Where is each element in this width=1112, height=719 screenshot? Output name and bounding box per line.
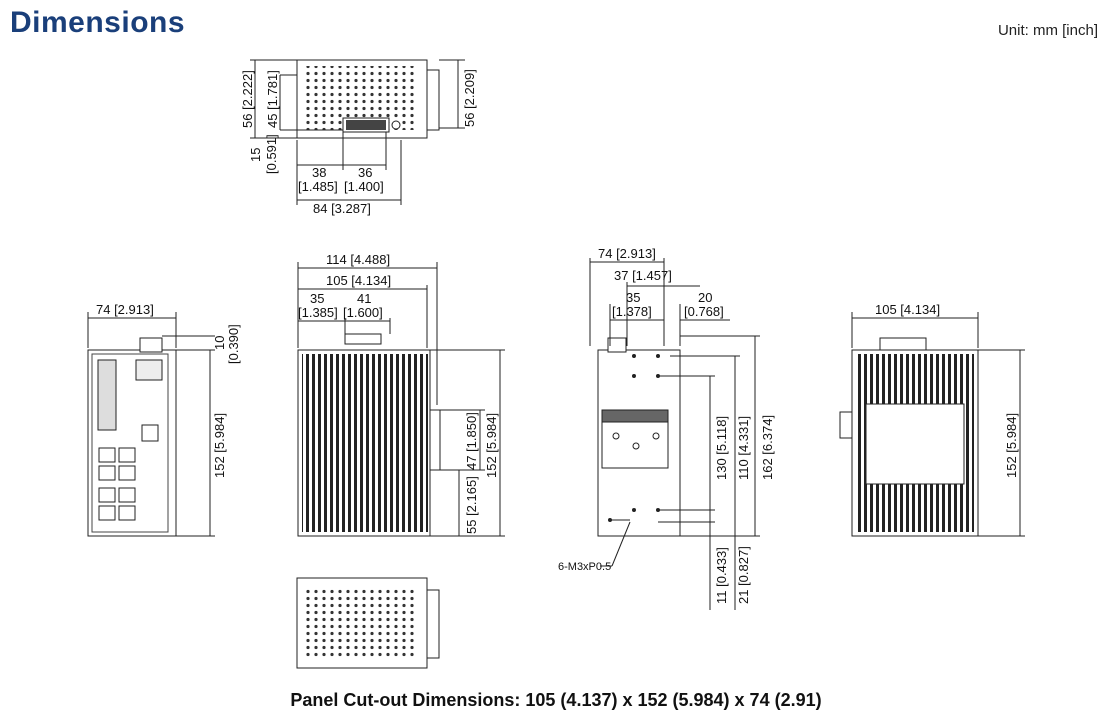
top-dim-45: 45 [1.781] (265, 70, 280, 128)
front-dim-74: 74 [2.913] (96, 302, 154, 317)
page-title: Dimensions (10, 6, 186, 39)
top-dim-15: 15 (248, 148, 263, 162)
front-dim-10: 10 (212, 336, 227, 350)
rear-dim-21: 21 [0.827] (736, 546, 751, 604)
rear-dim-11: 11 [0.433] (714, 547, 729, 604)
other-side-dim-105: 105 [4.134] (875, 302, 940, 317)
top-dim-56-left: 56 [2.222] (240, 70, 255, 128)
side-dim-41-in: [1.600] (343, 305, 383, 320)
top-dim-36-in: [1.400] (344, 179, 384, 194)
side-dim-152: 152 [5.984] (484, 413, 499, 478)
rear-dim-130: 130 [5.118] (714, 416, 729, 480)
rear-view: 74 [2.913] 37 [1.457] 35 [1.378] 20 [0.7… (558, 246, 775, 610)
unit-label: Unit: mm [inch] (997, 22, 1098, 39)
side-dim-105: 105 [4.134] (326, 273, 391, 288)
rear-dim-35: 35 (626, 290, 640, 305)
rear-dim-110: 110 [4.331] (736, 416, 751, 480)
front-dim-10-in: [0.390] (226, 324, 241, 364)
rear-dim-37: 37 [1.457] (614, 268, 672, 283)
side-view: 114 [4.488] 105 [4.134] 35 [1.385] 41 [1… (297, 252, 505, 537)
top-dim-36: 36 (358, 165, 372, 180)
panel-cutout-caption: Panel Cut-out Dimensions: 105 (4.137) x … (290, 690, 822, 710)
front-view: 74 [2.913] 10 [0.390] 152 [5.984] (87, 302, 241, 537)
side-dim-35: 35 (310, 291, 324, 306)
side-dim-35-in: [1.385] (298, 305, 338, 320)
rear-screw-label: 6-M3xP0.5 (558, 561, 611, 573)
top-dim-15-in: [0.591] (264, 134, 279, 174)
front-dim-152: 152 [5.984] (212, 413, 227, 478)
other-side-view: 105 [4.134] 152 [5.984] (839, 302, 1025, 537)
top-dim-38: 38 (312, 165, 326, 180)
side-dim-41: 41 (357, 291, 371, 306)
top-dim-38-in: [1.485] (298, 179, 338, 194)
other-side-dim-152: 152 [5.984] (1004, 413, 1019, 478)
rear-dim-35-in: [1.378] (612, 304, 652, 319)
rear-dim-74: 74 [2.913] (598, 246, 656, 261)
top-dim-84: 84 [3.287] (313, 201, 371, 216)
rear-dim-20-in: [0.768] (684, 304, 724, 319)
dimension-drawing: 56 [2.222] 45 [1.781] 15 [0.591] 38 [1.4… (87, 59, 1025, 669)
bottom-view (296, 577, 440, 669)
top-dim-56-right: 56 [2.209] (462, 69, 477, 127)
rear-dim-20: 20 (698, 290, 712, 305)
top-view: 56 [2.222] 45 [1.781] 15 [0.591] 38 [1.4… (240, 59, 477, 216)
side-dim-55: 55 [2.165] (464, 476, 479, 534)
rear-dim-162: 162 [6.374] (760, 415, 775, 480)
side-dim-47: 47 [1.850] (464, 412, 479, 470)
side-dim-114: 114 [4.488] (326, 252, 390, 267)
